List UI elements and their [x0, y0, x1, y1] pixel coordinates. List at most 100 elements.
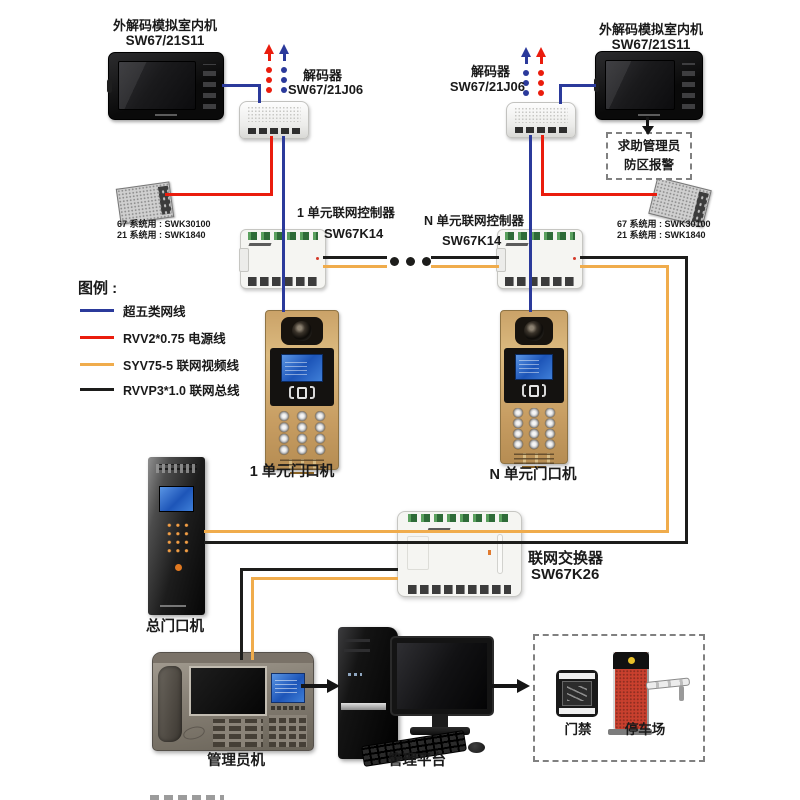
wire-cat5 — [282, 136, 285, 312]
decoder-left-model: SW67/21J06 — [288, 82, 364, 97]
speaker-slots — [156, 464, 197, 473]
wire-bus — [240, 568, 398, 571]
indoor-monitor-right-model: SW67/21S11 — [611, 37, 691, 52]
lcd-screen — [159, 486, 194, 512]
psu-left-line2: 21 系统用 : SWK1840 — [117, 230, 206, 240]
camera-lens — [292, 321, 312, 341]
wire-bus — [323, 256, 387, 259]
terminal-row-bottom — [505, 277, 575, 286]
panel-groove — [497, 534, 503, 574]
side-tab — [239, 248, 249, 272]
reader-screen — [562, 681, 592, 706]
door-station-unit1 — [265, 310, 339, 474]
monitor-neck — [432, 714, 448, 727]
wire-video — [666, 265, 669, 533]
legend-item-power: RVV2*0.75 电源线 — [80, 329, 226, 346]
lcd-screen — [280, 354, 324, 382]
display-section — [504, 348, 564, 403]
psu-left-line1: 67 系统用 : SWK30100 — [117, 219, 211, 229]
brand-mark — [248, 243, 272, 246]
wire-video — [204, 530, 669, 533]
decoder-ports — [248, 128, 300, 134]
wire-cat5 — [559, 84, 562, 104]
brand-mark — [505, 243, 529, 246]
handset — [158, 666, 182, 742]
decoder-right-name: 解码器 — [470, 64, 510, 79]
phone-top-band — [153, 653, 313, 663]
pc-screen — [397, 643, 487, 709]
unit-controller-n — [496, 229, 583, 289]
main-door-station — [148, 457, 205, 615]
pc-monitor — [390, 636, 494, 716]
arrow-monitor-to-alarm — [641, 117, 654, 135]
wire-video — [431, 265, 499, 268]
main-screen — [189, 666, 267, 716]
wire-video — [323, 265, 387, 268]
terminal-row-top — [505, 232, 575, 240]
function-keys — [271, 706, 305, 710]
monitor-buttons — [682, 63, 695, 109]
legend-title: 图例 : — [78, 280, 118, 297]
indoor-monitor-left — [107, 52, 224, 120]
terminal-row-bottom — [408, 585, 511, 594]
monitor-base — [410, 727, 470, 735]
tower-band — [341, 703, 386, 710]
access-control-reader — [556, 670, 598, 717]
decoder-ports — [515, 127, 567, 133]
platform-label: 管理平台 — [388, 753, 446, 769]
indoor-monitor-left-model: SW67/21S11 — [125, 33, 205, 48]
wire-bus — [240, 568, 243, 660]
speaker-grille — [513, 453, 555, 464]
wire-bus — [685, 256, 688, 544]
wire-bus — [580, 256, 688, 259]
brand-mark — [155, 114, 177, 116]
controller-n-model: SW67K14 — [442, 233, 502, 248]
wire-power — [541, 193, 657, 196]
mouse — [468, 742, 485, 753]
decoder-right — [506, 102, 576, 138]
barrier-arm-support — [679, 686, 684, 701]
legend-line-orange — [80, 362, 114, 366]
lcd-screen — [514, 354, 554, 380]
camera-housing — [281, 317, 323, 345]
terminal-row-top — [408, 514, 511, 522]
wire-power — [165, 193, 273, 196]
psu-right-line2: 21 系统用 : SWK1840 — [617, 230, 706, 240]
legend-item-cat5: 超五类网线 — [80, 302, 186, 319]
status-led — [488, 550, 491, 555]
drive-slot — [344, 649, 370, 652]
wire-power — [541, 135, 544, 196]
parking-label: 停车场 — [624, 722, 666, 737]
wire-video — [251, 577, 398, 580]
keypad — [275, 411, 329, 456]
monitor-screen — [605, 60, 675, 110]
shortcut-keypad — [269, 715, 307, 747]
brand-mark — [638, 114, 660, 116]
alarm-line2: 防区报警 — [623, 158, 674, 172]
wire-cat5 — [258, 84, 261, 103]
drive-slot — [344, 639, 370, 642]
wire-bus — [204, 541, 688, 544]
controller-1-model: SW67K14 — [324, 226, 384, 241]
parking-barrier-pillar — [613, 652, 649, 730]
monitor-side-tab — [594, 78, 599, 92]
manager-label: 管理员机 — [207, 753, 265, 769]
up-arrow-icon — [521, 47, 531, 96]
controller-1-name: 1 单元联网控制器 — [297, 206, 395, 220]
decoder-signal-arrows-left — [264, 44, 289, 93]
panel-outline — [407, 536, 429, 570]
brand-mark — [160, 605, 186, 607]
up-arrow-icon — [536, 47, 546, 96]
ellipsis-dots — [390, 257, 431, 266]
legend-item-video: SYV75-5 联网视频线 — [80, 356, 239, 373]
side-tab — [496, 248, 506, 272]
cropped-watermark — [150, 795, 224, 800]
up-arrow-icon — [264, 44, 274, 93]
status-led — [316, 257, 319, 260]
alarm-callout-box: 求助管理员 防区报警 — [606, 132, 692, 180]
monitor-buttons — [203, 64, 216, 109]
wire-bus — [431, 256, 499, 259]
arrow-platform-to-peripherals — [489, 679, 530, 693]
wire-power — [270, 136, 273, 196]
